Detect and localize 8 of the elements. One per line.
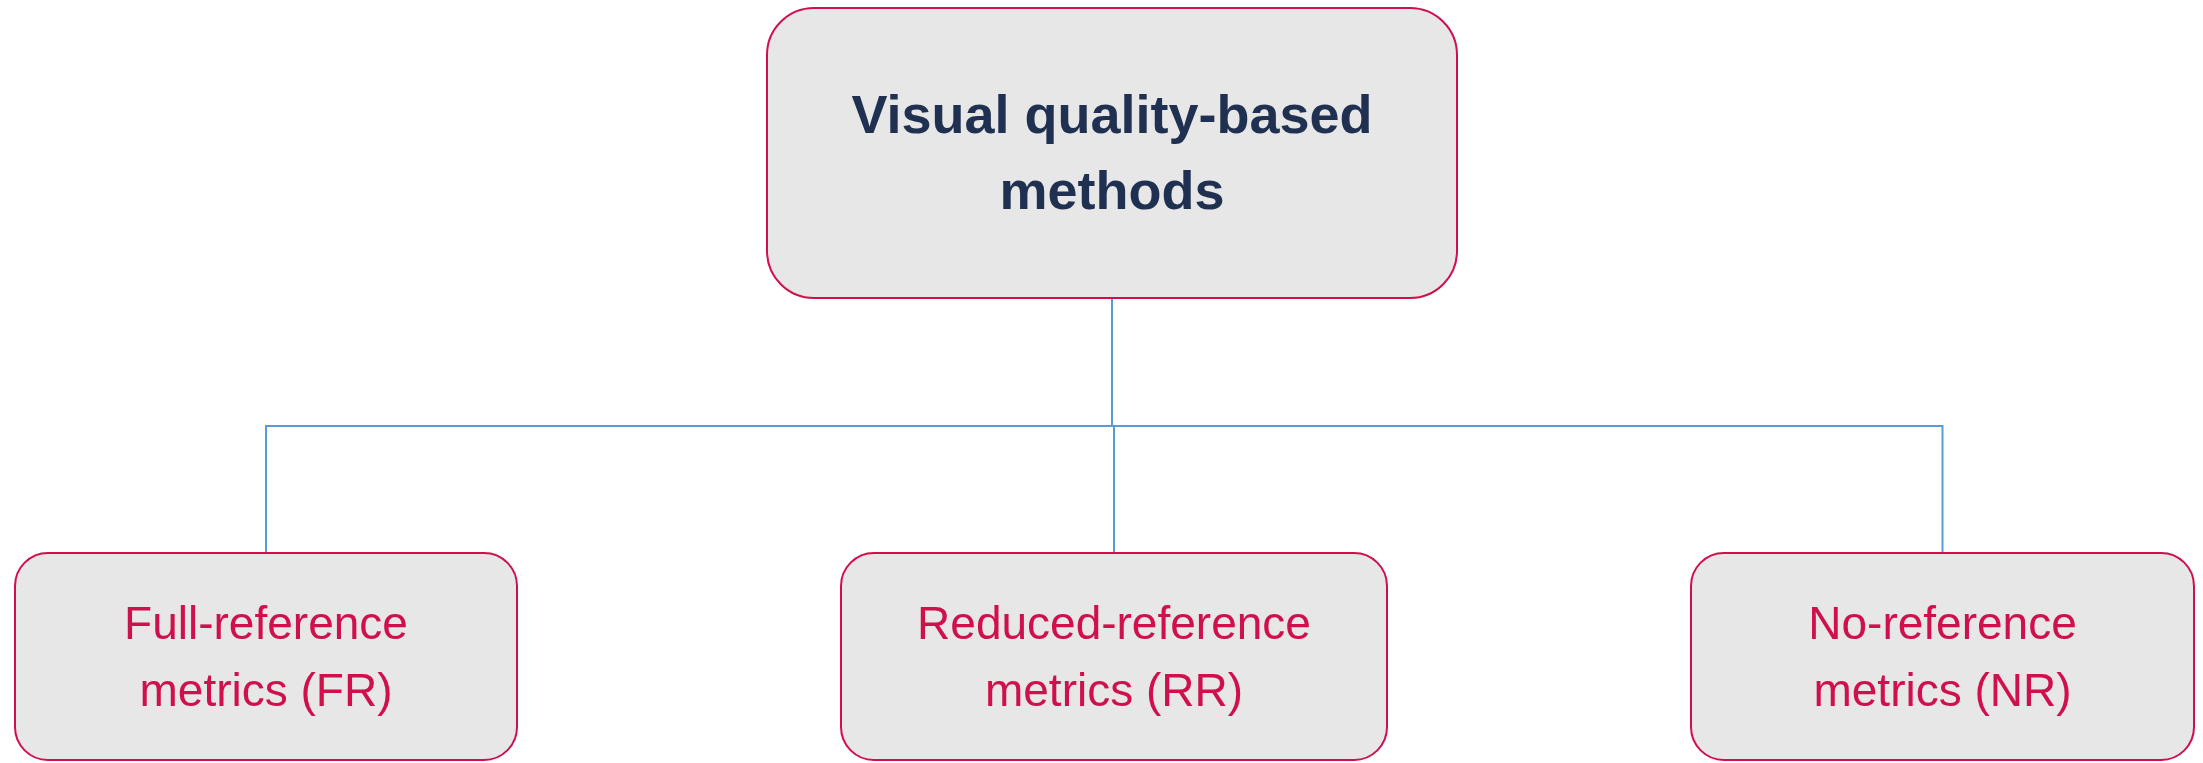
method-box: [14, 552, 518, 761]
category-box: [766, 7, 1458, 299]
box-label: Visual quality-based methods: [850, 83, 1374, 222]
method-box: [1690, 552, 2195, 761]
box-label: Reduced-reference metrics (RR): [916, 595, 1312, 718]
box-label: Full-reference metrics (FR): [123, 595, 409, 718]
method-box: [840, 552, 1388, 761]
box-label: No-reference metrics (NR): [1807, 595, 2078, 718]
